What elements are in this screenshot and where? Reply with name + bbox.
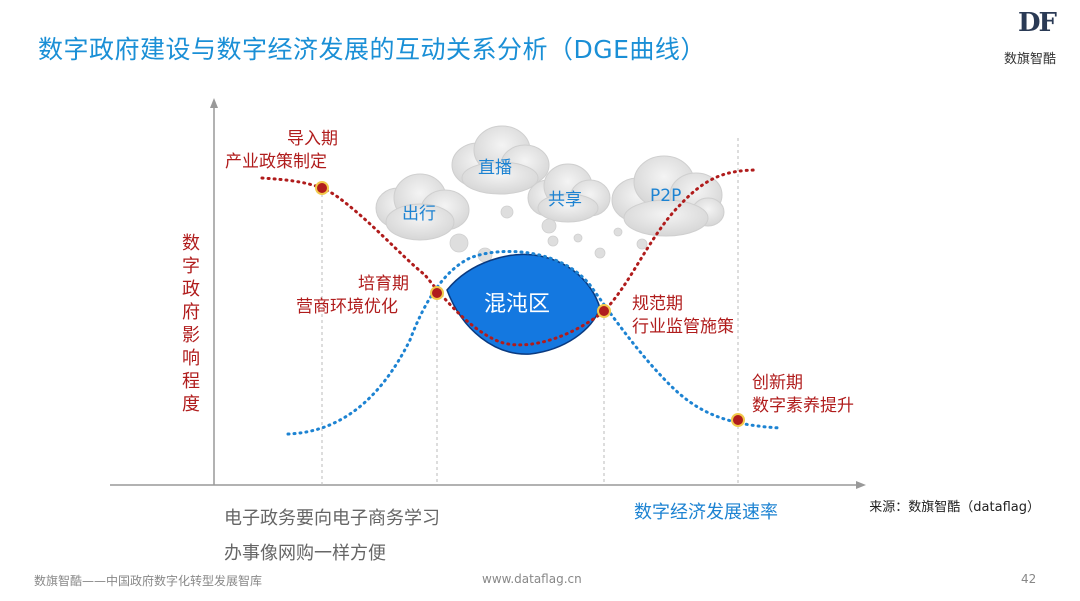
stage-desc-peiyu: 营商环境优化: [296, 297, 398, 317]
cloud-chuxing: [375, 173, 470, 241]
stage-point-peiyu: [430, 286, 444, 300]
x-axis-label: 数字经济发展速率: [634, 502, 778, 523]
source-note: 来源：数旗智酷（dataflag）: [869, 500, 1040, 515]
cloud-label-gongxiang: 共享: [548, 190, 582, 210]
page-title: 数字政府建设与数字经济发展的互动关系分析（DGE曲线）: [38, 35, 706, 64]
cloud-p2p: [611, 155, 725, 237]
y-axis-label: 数字政府影响程度: [182, 233, 200, 415]
stage-point-daoru: [315, 181, 329, 195]
cloud-label-chuxing: 出行: [402, 204, 436, 224]
stage-points: [315, 181, 745, 427]
page-number: 42: [1021, 572, 1037, 586]
stage-point-guifan: [597, 304, 611, 318]
stage-desc-daoru: 产业政策制定: [225, 152, 327, 172]
logo-text: 数旗智酷: [1004, 52, 1057, 67]
logo: DF 数旗智酷: [1002, 8, 1074, 68]
axes: [110, 98, 866, 489]
stage-divider-lines: [321, 138, 739, 485]
bottom-note-line-2: 办事像网购一样方便: [224, 543, 386, 564]
stage-name-peiyu: 培育期: [358, 274, 409, 294]
chaos-zone-label: 混沌区: [484, 292, 551, 317]
cloud-label-p2p: P2P: [650, 186, 682, 206]
logo-mark: DF: [1018, 8, 1057, 38]
bottom-note-line-1: 电子政务要向电子商务学习: [224, 508, 440, 529]
economy-curve: [286, 249, 782, 436]
cloud-gongxiang: [527, 163, 611, 223]
stage-name-daoru: 导入期: [287, 129, 338, 149]
stage-desc-chuangxin: 数字素养提升: [752, 396, 854, 416]
stage-name-chuangxin: 创新期: [752, 373, 803, 393]
stage-desc-guifan: 行业监管施策: [632, 317, 734, 337]
stage-name-guifan: 规范期: [632, 294, 683, 314]
cloud-label-zhibo: 直播: [478, 158, 512, 178]
government-curve: [260, 168, 760, 347]
cloud-zhibo: [451, 125, 550, 195]
footer-url: www.dataflag.cn: [482, 572, 582, 586]
stage-point-chuangxin: [731, 413, 745, 427]
footer-left: 数旗智酷——中国政府数字化转型发展智库: [34, 574, 263, 588]
